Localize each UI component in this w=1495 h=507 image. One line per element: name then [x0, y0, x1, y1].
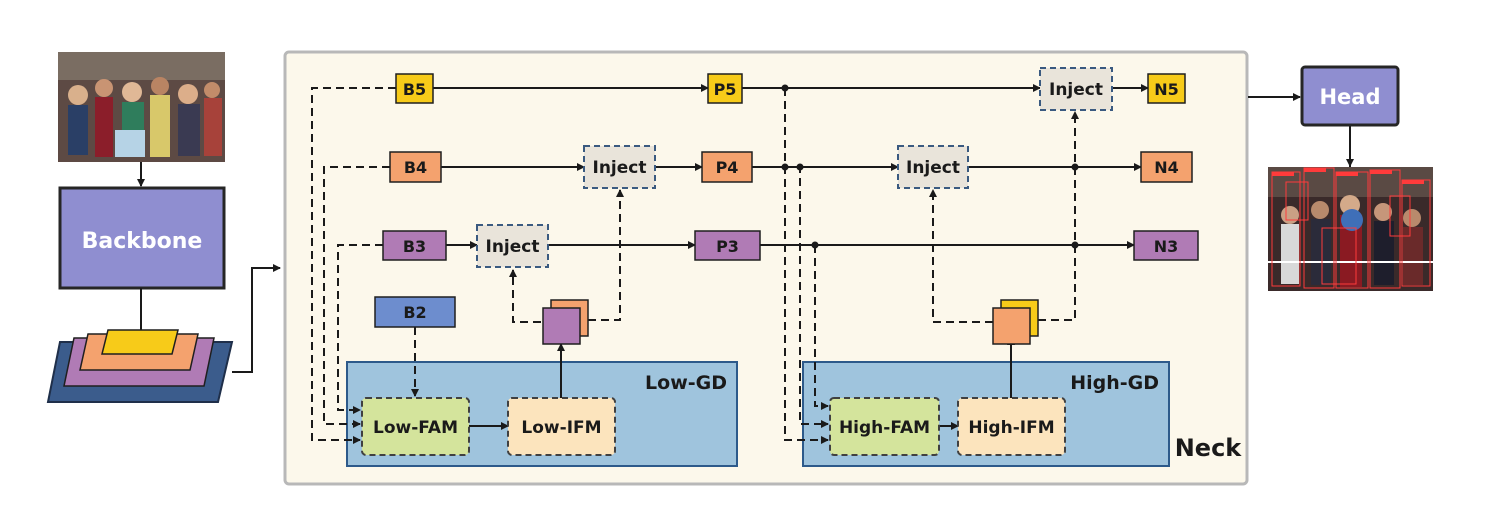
backbone-label: Backbone: [82, 229, 203, 254]
b4-label: B4: [404, 158, 427, 177]
p4-label: P4: [716, 158, 739, 177]
inject-box-n5: Inject: [1039, 67, 1113, 111]
p5-label: P5: [714, 80, 737, 99]
inject-box-p3: Inject: [476, 224, 549, 268]
output-detection-image: [1268, 167, 1433, 291]
inject-label-p3: Inject: [486, 237, 540, 257]
high-fam-label: High-FAM: [839, 418, 930, 438]
backbone-block: Backbone: [58, 186, 226, 290]
b3-box: B3: [382, 230, 447, 261]
high-gd-label: High-GD: [1070, 372, 1159, 394]
p4-box: P4: [701, 151, 753, 183]
feature-pyramid-icon: [46, 329, 234, 403]
inject-box-n4: Inject: [897, 145, 969, 189]
n5-label: N5: [1154, 80, 1179, 99]
low-fam-box: Low-FAM: [361, 397, 470, 456]
input-image: [58, 52, 225, 162]
head-label: Head: [1319, 85, 1380, 109]
n3-label: N3: [1154, 237, 1179, 256]
dashed-lines: [311, 87, 1079, 444]
neck-label: Neck: [1175, 434, 1243, 462]
low-ifm-label: Low-IFM: [521, 418, 601, 438]
low-ifm-box: Low-IFM: [507, 397, 616, 456]
b5-label: B5: [403, 80, 426, 99]
low-feature-stack-icon: [542, 299, 589, 345]
head-block: Head: [1300, 65, 1400, 127]
b5-box: B5: [395, 73, 434, 104]
low-fam-label: Low-FAM: [373, 418, 458, 438]
inject-label-n5: Inject: [1049, 80, 1103, 100]
inject-box-p4: Inject: [583, 145, 656, 189]
n4-box: N4: [1140, 151, 1193, 183]
p3-label: P3: [716, 237, 739, 256]
high-ifm-label: High-IFM: [968, 418, 1054, 438]
p5-box: P5: [707, 73, 743, 104]
high-ifm-box: High-IFM: [957, 397, 1066, 456]
b2-label: B2: [403, 303, 426, 322]
high-fam-box: High-FAM: [829, 397, 940, 456]
n4-label: N4: [1154, 158, 1179, 177]
p3-box: P3: [694, 230, 761, 261]
b2-box: B2: [374, 296, 456, 328]
b3-label: B3: [403, 237, 426, 256]
n5-box: N5: [1147, 73, 1186, 104]
b4-box: B4: [389, 151, 442, 183]
inject-label-p4: Inject: [593, 158, 647, 178]
junction-dots: [781, 84, 1079, 249]
n3-box: N3: [1133, 230, 1199, 261]
low-gd-label: Low-GD: [645, 372, 727, 394]
inject-label-n4: Inject: [906, 158, 960, 178]
high-feature-stack-icon: [992, 299, 1039, 345]
